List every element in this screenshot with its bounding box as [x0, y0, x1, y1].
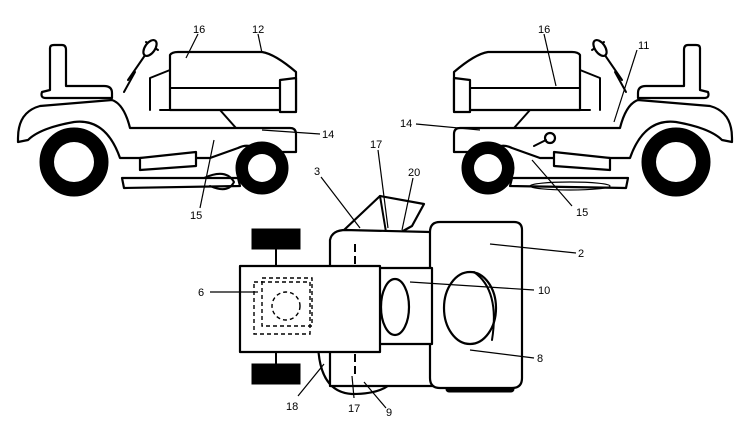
callout-9: 9	[386, 407, 392, 419]
callout-labels: 16 12 14 15 16 11 14 15 3 17 20 2 10 6 8…	[190, 24, 649, 419]
seat-left	[40, 43, 114, 100]
rear-tire-top-left	[251, 228, 301, 250]
callout-18: 18	[286, 401, 298, 413]
callout-17-bottom: 17	[348, 403, 360, 415]
callout-10: 10	[538, 285, 550, 297]
leader-lines	[185, 33, 638, 409]
callout-20: 20	[408, 167, 420, 179]
callout-12: 12	[252, 24, 264, 36]
callout-2: 2	[578, 248, 584, 260]
callout-17-top: 17	[370, 139, 382, 151]
callout-16-left: 16	[193, 24, 205, 36]
right-side-view-mower	[452, 38, 734, 197]
seat-area-top	[238, 264, 382, 354]
callout-16-right: 16	[538, 24, 550, 36]
callout-14-left: 14	[322, 129, 334, 141]
callout-15-left: 15	[190, 210, 202, 222]
callout-3: 3	[314, 166, 320, 178]
top-view-mower	[238, 194, 524, 396]
hood-left	[168, 50, 298, 112]
callout-11: 11	[638, 40, 649, 52]
steering-wheel-top	[442, 270, 498, 346]
left-side-view-mower	[16, 38, 298, 197]
rear-tire-top-right	[251, 363, 301, 385]
callout-6: 6	[198, 287, 204, 299]
callout-8: 8	[537, 353, 543, 365]
callout-14-right: 14	[400, 118, 412, 130]
deck-left	[120, 176, 242, 190]
callout-15-right: 15	[576, 207, 588, 219]
